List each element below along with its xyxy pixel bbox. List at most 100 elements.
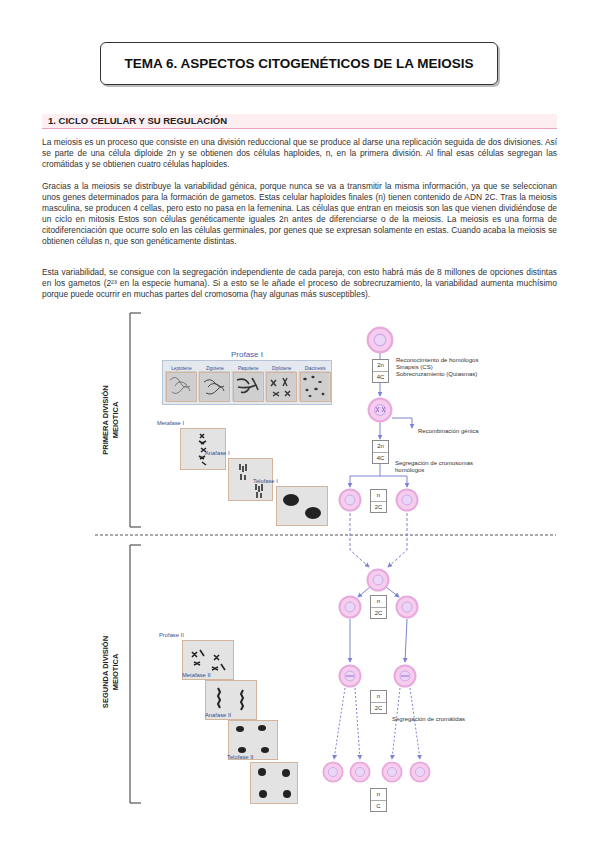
step-note: Sobrecruzamiento (Quiasmas) <box>396 371 477 378</box>
chromosome <box>303 376 324 397</box>
flow-arrow <box>350 619 351 662</box>
step-note: Recombinación génica <box>418 428 479 435</box>
micrograph-box: Diplotene <box>266 372 297 402</box>
body-paragraph: Esta variabilidad, se consigue con la se… <box>42 267 557 300</box>
title-frame: TEMA 6. ASPECTOS CITOGENÉTICOS DE LA MEI… <box>100 42 498 85</box>
phase-label: Anafase II <box>205 712 231 719</box>
micrograph <box>165 371 196 401</box>
ploidy-box: n2C <box>370 690 387 714</box>
micrograph <box>276 486 328 526</box>
page-title: TEMA 6. ASPECTOS CITOGENÉTICOS DE LA MEI… <box>124 56 473 71</box>
flow-arrow <box>410 688 420 759</box>
micrograph-box: Telofase II <box>250 762 298 804</box>
cell <box>368 570 389 591</box>
phase-band: Profase ILeptoteneZigotenePaquiteneDiplo… <box>162 360 332 405</box>
ploidy-value: n <box>371 490 386 502</box>
cell <box>350 762 369 781</box>
phase-label: Metafase I <box>157 420 184 427</box>
cell <box>368 328 393 353</box>
ploidy-box: nC <box>370 788 387 812</box>
micrograph-box: Telofase I <box>276 486 328 526</box>
ploidy-value: n <box>371 691 386 703</box>
flow-arrow <box>350 513 369 567</box>
phase-label: Paquitene <box>231 366 266 372</box>
chromosome <box>199 434 206 465</box>
micrograph <box>205 680 257 720</box>
micrograph <box>265 371 296 401</box>
micrograph <box>232 371 263 401</box>
ploidy-box: n2C <box>370 595 387 619</box>
chromosome <box>218 688 243 710</box>
flow-arrow <box>392 418 412 428</box>
division-label: PRIMERA DIVISIÓN MEIOTICA <box>101 374 123 466</box>
cell <box>382 762 401 781</box>
ploidy-value: 4C <box>373 453 388 464</box>
cell <box>410 762 429 781</box>
ploidy-value: 2C <box>371 608 386 619</box>
ploidy-value: 2C <box>371 703 386 714</box>
phase-label: Telofase I <box>253 478 278 485</box>
cell <box>397 597 418 618</box>
phase-label: Zigotene <box>197 366 232 372</box>
micrograph <box>198 371 229 401</box>
ploidy-box: 2n4C <box>372 440 389 464</box>
micrograph-box: Paquitene <box>233 372 264 402</box>
step-note: Segregación de cromosomas homólogos <box>395 460 479 474</box>
step-note: Reconocimiento de homólogos <box>396 357 478 364</box>
micrograph-box: Metafase I <box>180 428 226 470</box>
flow-arrow <box>334 688 345 759</box>
division-label: SEGUNDA DIVISIÓN MEIOTICA <box>101 626 123 718</box>
nucleus <box>283 494 299 506</box>
ploidy-value: n <box>371 789 386 801</box>
bracket <box>130 545 141 803</box>
cell <box>323 762 342 781</box>
chromatin <box>204 380 224 394</box>
body-paragraph: Gracias a la meiosis se distribuye la va… <box>42 181 557 247</box>
chromosome <box>236 725 269 753</box>
micrograph-box: Diacinesis <box>300 372 331 402</box>
bracket <box>130 313 141 527</box>
phase-label: Telofase II <box>227 754 253 761</box>
phase-label: Profase II <box>159 632 184 639</box>
micrograph-box: Leptotene <box>166 372 197 402</box>
micrograph-box: Zigotene <box>199 372 230 402</box>
flow-arrow <box>388 513 407 567</box>
chromatin <box>170 377 190 393</box>
cell <box>340 490 361 511</box>
phase-label: Metafase II <box>182 672 211 679</box>
phase-label: Diacinesis <box>298 366 333 372</box>
step-note: Sinapsis (CS) <box>396 364 433 371</box>
separator-line <box>95 535 556 536</box>
chromosome <box>192 650 225 670</box>
flow-arrow <box>355 688 360 759</box>
ploidy-box: 2n4C <box>372 359 389 383</box>
body-paragraph: La meiosis es un proceso que consiste en… <box>42 137 557 170</box>
ploidy-value: n <box>371 596 386 608</box>
flow-arrows <box>334 353 420 759</box>
phase-label: Leptotene <box>164 366 199 372</box>
flow-arrow <box>358 587 370 597</box>
flow-arrow <box>392 688 400 759</box>
chromosome <box>271 378 290 396</box>
phase-label: Diplotene <box>264 366 299 372</box>
micrograph-set <box>165 371 330 401</box>
micrograph <box>180 428 226 470</box>
section-heading: 1. CICLO CELULAR Y SU REGULACIÓN <box>42 114 557 129</box>
ploidy-box: n2C <box>370 489 387 513</box>
cell <box>397 490 418 511</box>
flow-arrow <box>386 587 399 597</box>
band-fill <box>162 360 332 405</box>
ploidy-value: 2C <box>371 502 386 513</box>
micrograph <box>228 720 278 760</box>
cell <box>340 597 361 618</box>
chromosome <box>346 675 409 676</box>
micrograph <box>182 640 234 680</box>
nucleus <box>305 507 321 519</box>
ploidy-value: 2n <box>373 441 388 453</box>
chromosome <box>376 407 385 412</box>
phase-label: Profase I <box>163 350 331 359</box>
ploidy-value: 4C <box>373 372 388 383</box>
chromatin <box>237 378 258 392</box>
flow-arrow <box>350 476 351 487</box>
